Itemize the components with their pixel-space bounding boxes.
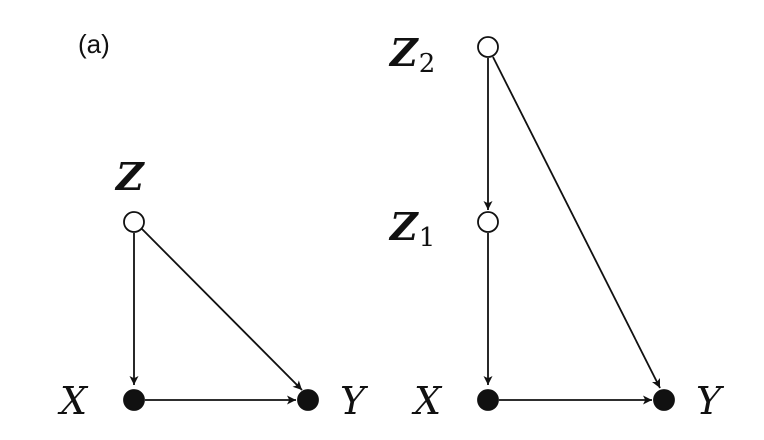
right-label-y: Y — [696, 379, 725, 423]
right-node-z2 — [477, 36, 499, 58]
left-node-y — [297, 389, 319, 411]
left-node-z — [123, 211, 145, 233]
right-label-z1-letter: Z — [388, 204, 419, 249]
left-label-z: Z — [114, 154, 145, 199]
left-graph: Z X Y — [57, 154, 369, 423]
left-label-y: Y — [340, 379, 369, 423]
right-label-z2: Z2 — [388, 30, 435, 79]
right-label-z2-letter: Z — [388, 30, 419, 75]
right-node-y — [653, 389, 675, 411]
right-label-z1: Z1 — [388, 204, 435, 253]
right-node-x — [477, 389, 499, 411]
left-label-x: X — [57, 379, 89, 423]
right-label-z1-subscript: 1 — [419, 223, 436, 253]
right-label-x: X — [411, 379, 443, 423]
right-graph: Z2 Z1 X Y — [388, 30, 725, 423]
right-edge-z2-to-y — [492, 56, 661, 389]
left-edge-z-to-y — [141, 228, 303, 391]
panel-label: (a) — [78, 29, 110, 59]
left-node-x — [123, 389, 145, 411]
right-label-z2-subscript: 2 — [419, 49, 436, 79]
right-node-z1 — [477, 211, 499, 233]
